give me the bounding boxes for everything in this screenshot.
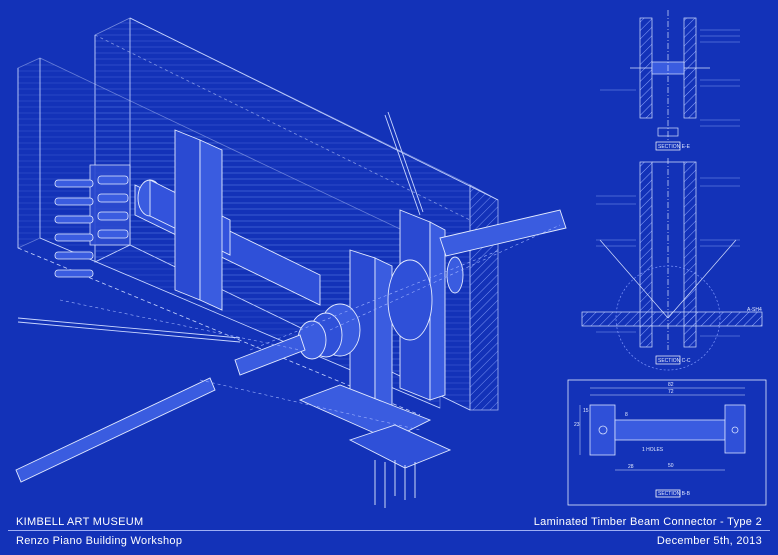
section-label-b: SECTION B-B — [658, 491, 691, 497]
section-tag: A-SH4 — [747, 307, 762, 313]
dimension-8: 8 — [625, 412, 628, 418]
exploded-rods — [15, 111, 567, 483]
dimension-82: 82 — [668, 382, 674, 388]
note-holes: 1 HOLES — [642, 447, 664, 453]
construction-lines — [59, 224, 561, 431]
section-label-c: SECTION C-C — [658, 358, 691, 364]
dimension-15: 15 — [583, 408, 589, 414]
section-label-e: SECTION E-E — [658, 144, 691, 150]
dimension-23: 23 — [574, 422, 580, 428]
spool-connector — [297, 256, 464, 360]
drawing-title: Laminated Timber Beam Connector - Type 2 — [533, 516, 762, 528]
dimension-28: 28 — [628, 464, 634, 470]
base-plate — [298, 384, 452, 508]
plan-view — [567, 379, 767, 506]
drawing-date: December 5th, 2013 — [656, 535, 762, 547]
firm-name: Renzo Piano Building Workshop — [16, 535, 183, 547]
section-view-middle — [581, 158, 763, 371]
section-view-top — [600, 10, 740, 151]
title-block-rule — [8, 530, 770, 531]
dimension-50: 50 — [668, 463, 674, 469]
project-name: KIMBELL ART MUSEUM — [16, 516, 144, 528]
dimension-72: 72 — [668, 389, 674, 395]
bolt-array — [54, 164, 131, 278]
